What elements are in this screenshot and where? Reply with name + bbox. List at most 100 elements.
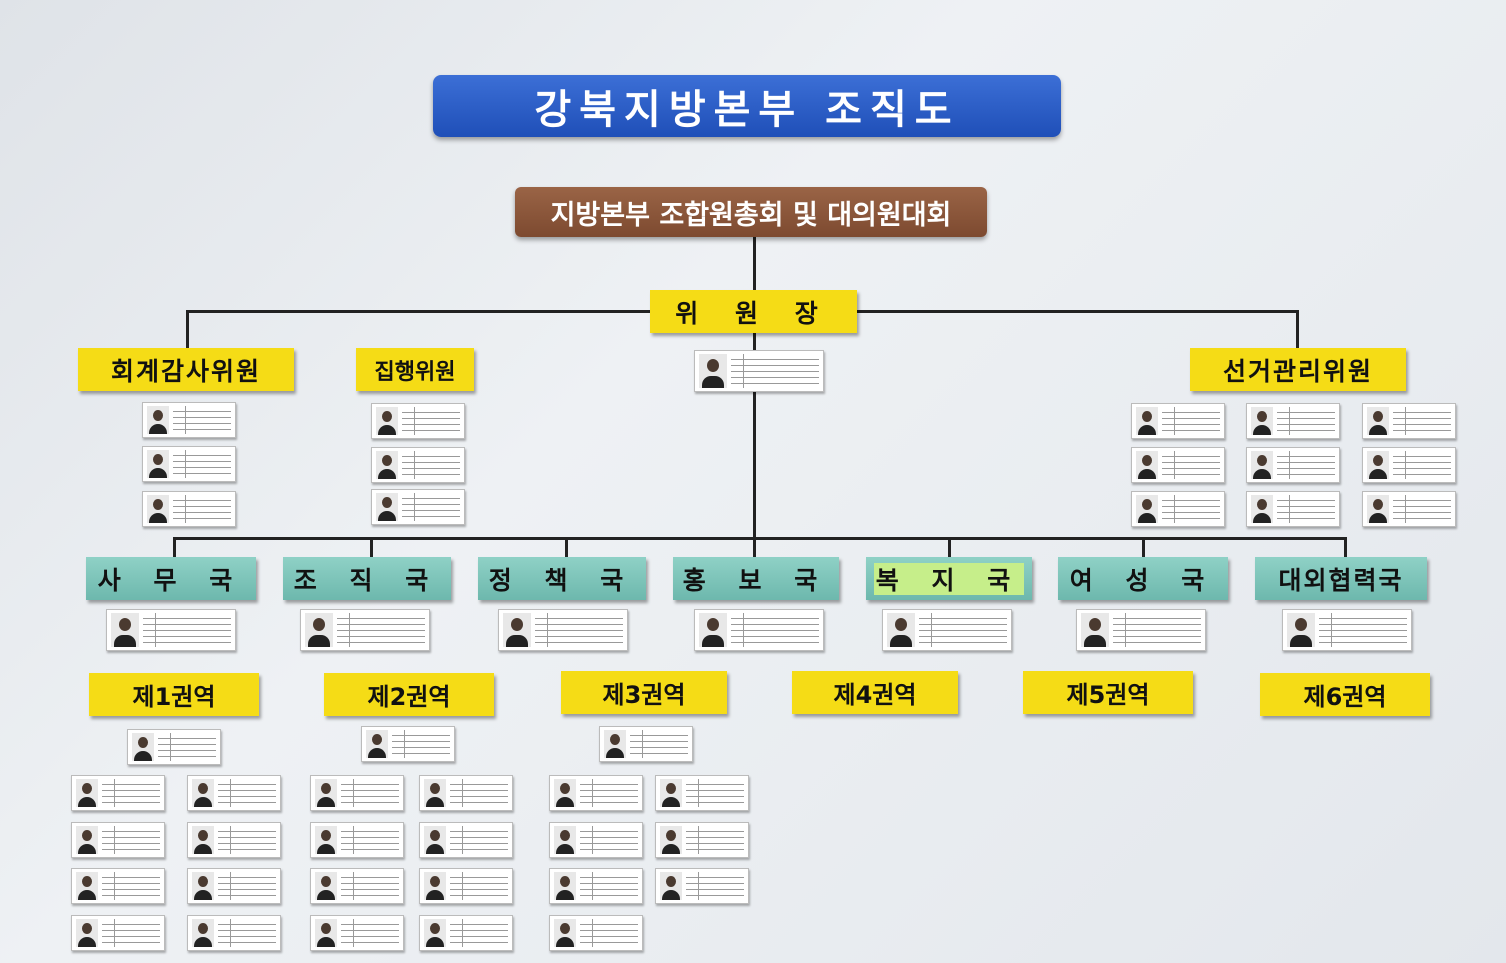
member-card — [1131, 447, 1225, 483]
member-info-table — [919, 613, 1007, 647]
member-card — [549, 915, 643, 951]
member-card — [142, 491, 236, 527]
member-card — [419, 822, 513, 858]
member-info-table — [341, 872, 399, 900]
member-info-table — [450, 919, 508, 947]
audit-committee-box: 회계감사위원 — [78, 348, 294, 391]
member-photo — [1251, 407, 1273, 435]
member-info-table — [686, 872, 744, 900]
member-photo — [1081, 613, 1109, 647]
member-card — [1282, 609, 1412, 651]
bureau-women: 여 성 국 — [1058, 557, 1228, 600]
bureau-organization: 조 직 국 — [283, 557, 451, 600]
member-info-table — [402, 407, 460, 435]
member-info-table — [1162, 407, 1220, 435]
member-info-table — [1319, 613, 1407, 647]
member-card — [655, 822, 749, 858]
member-card — [419, 775, 513, 811]
member-info-table — [143, 613, 231, 647]
member-photo — [424, 826, 446, 854]
region-5: 제5권역 — [1023, 671, 1193, 714]
member-photo — [660, 872, 682, 900]
member-card — [371, 403, 465, 439]
member-info-table — [580, 872, 638, 900]
member-card — [1362, 491, 1456, 527]
page-title: 강북지방본부 조직도 — [433, 75, 1061, 137]
member-card — [310, 775, 404, 811]
member-photo — [1136, 451, 1158, 479]
executive-committee-box: 집행위원 — [356, 348, 474, 391]
member-info-table — [1277, 495, 1335, 523]
member-info-table — [580, 779, 638, 807]
member-info-table — [1277, 407, 1335, 435]
member-info-table — [1277, 451, 1335, 479]
member-card — [549, 822, 643, 858]
member-info-table — [686, 826, 744, 854]
member-photo — [192, 872, 214, 900]
member-info-table — [173, 450, 231, 478]
member-card — [599, 726, 693, 762]
member-info-table — [218, 872, 276, 900]
member-photo — [132, 733, 154, 761]
member-info-table — [218, 919, 276, 947]
bureau-welfare: 복 지 국 — [866, 557, 1032, 600]
member-info-table — [102, 826, 160, 854]
member-card — [498, 609, 628, 651]
member-info-table — [102, 919, 160, 947]
member-photo — [366, 730, 388, 758]
member-card — [106, 609, 236, 651]
member-info-table — [1162, 495, 1220, 523]
member-photo — [554, 872, 576, 900]
member-photo — [1367, 451, 1389, 479]
member-info-table — [158, 733, 216, 761]
member-card — [655, 868, 749, 904]
member-info-table — [450, 826, 508, 854]
member-card — [549, 868, 643, 904]
member-info-table — [218, 779, 276, 807]
member-card — [655, 775, 749, 811]
member-photo — [554, 779, 576, 807]
member-photo — [76, 826, 98, 854]
member-photo — [76, 872, 98, 900]
member-info-table — [102, 872, 160, 900]
member-card — [361, 726, 455, 762]
member-photo — [424, 919, 446, 947]
member-card — [142, 446, 236, 482]
member-card — [371, 447, 465, 483]
member-card — [71, 868, 165, 904]
member-card — [300, 609, 430, 651]
member-photo — [315, 779, 337, 807]
member-card — [71, 775, 165, 811]
member-info-table — [580, 919, 638, 947]
member-card — [127, 729, 221, 765]
member-card — [310, 822, 404, 858]
member-card — [142, 402, 236, 438]
member-info-table — [1393, 407, 1451, 435]
member-info-table — [173, 495, 231, 523]
member-photo — [76, 779, 98, 807]
member-card — [371, 489, 465, 525]
member-card — [1246, 403, 1340, 439]
member-info-table — [450, 779, 508, 807]
region-3: 제3권역 — [561, 671, 727, 714]
member-card — [882, 609, 1012, 651]
member-card — [187, 775, 281, 811]
region-4: 제4권역 — [792, 671, 958, 714]
member-info-table — [535, 613, 623, 647]
member-photo — [305, 613, 333, 647]
member-info-table — [102, 779, 160, 807]
member-card — [1076, 609, 1206, 651]
bureau-external-cooperation: 대외협력국 — [1255, 557, 1427, 600]
member-photo — [1367, 407, 1389, 435]
member-card — [1362, 403, 1456, 439]
member-card — [1246, 491, 1340, 527]
member-info-table — [402, 493, 460, 521]
member-card — [310, 868, 404, 904]
member-card — [71, 915, 165, 951]
chairman-box: 위 원 장 — [650, 290, 857, 333]
region-1: 제1권역 — [89, 673, 259, 716]
member-card — [1246, 447, 1340, 483]
member-info-table — [341, 826, 399, 854]
member-photo — [699, 613, 727, 647]
bureau-policy: 정 책 국 — [478, 557, 646, 600]
